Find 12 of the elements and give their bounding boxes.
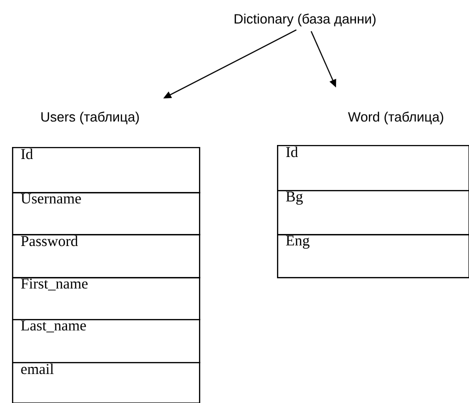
heading: Word (таблица) [348, 112, 444, 124]
table-cell: Eng [277, 234, 469, 278]
table-cell: First_name [12, 276, 200, 320]
heading: Users (таблица) [41, 112, 139, 124]
table-cell: Id [277, 144, 469, 192]
table-cell: email [12, 362, 200, 403]
heading: Dictionary (база данни) [234, 14, 376, 26]
table-cell: Username [12, 192, 200, 236]
table-cell: Id [12, 146, 200, 194]
table-cell: Last_name [12, 318, 200, 364]
table-cell: Bg [277, 190, 469, 236]
table-cell: Password [12, 234, 200, 278]
